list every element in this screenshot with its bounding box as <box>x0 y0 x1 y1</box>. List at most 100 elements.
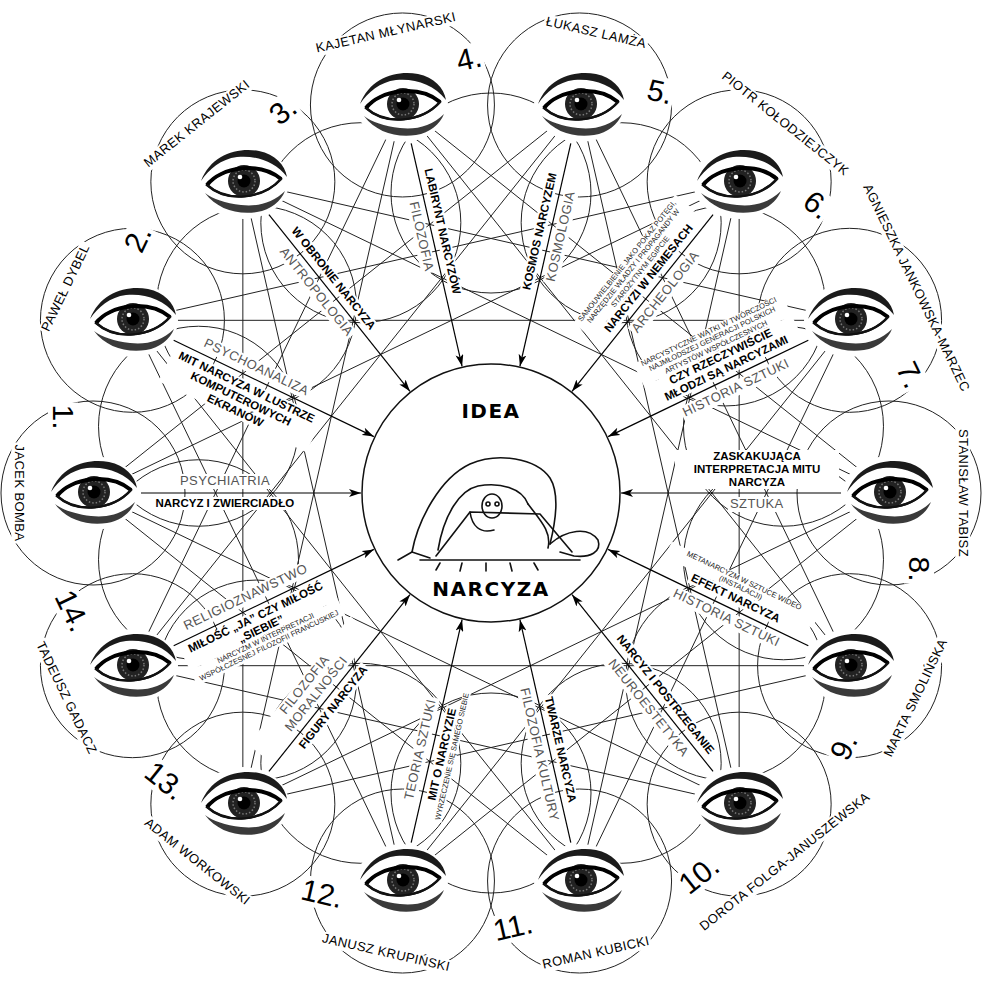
discipline-label: PSYCHIATRIA <box>178 474 272 489</box>
sketch-head <box>482 494 502 518</box>
eye-lid <box>703 790 777 807</box>
eye-pupil <box>574 874 587 887</box>
eye-iris-texture <box>840 654 862 676</box>
eye-ground <box>197 767 289 841</box>
ornament-circle <box>521 663 721 863</box>
eye-picture <box>534 844 626 918</box>
callout-number: 12. <box>296 874 347 913</box>
contributor-eye: 6.PIOTR KOŁODZIEJCZYK <box>693 145 785 219</box>
eye-iris-texture <box>570 869 592 891</box>
contributor-eye: 8.STANISŁAW TABISZ <box>843 456 935 530</box>
eye-highlight <box>884 486 889 491</box>
contributor-eye: 12.JANUSZ KRUPIŃSKI <box>356 844 448 918</box>
callout-number: 2. <box>118 219 158 258</box>
eye-ground <box>86 283 178 357</box>
eye-lid <box>853 479 927 496</box>
eye-ground <box>843 456 935 530</box>
eye-lid <box>96 652 170 669</box>
eye-pupil <box>127 313 140 326</box>
ornament-circle <box>488 13 672 197</box>
eye-highlight <box>88 486 93 491</box>
eye-lid <box>366 102 440 119</box>
eye-highlight <box>238 797 243 802</box>
ornament-line <box>132 105 402 666</box>
eye-lid <box>544 102 618 119</box>
eye-highlight <box>574 874 579 879</box>
sketch-line <box>398 552 430 560</box>
author-name: JANUSZ KRUPIŃSKI <box>319 931 454 975</box>
eye-lid <box>96 306 170 323</box>
eye-picture <box>534 68 626 142</box>
eye-pupil <box>237 174 250 187</box>
eye-highlight <box>734 175 739 180</box>
contributor-eye: 1.JACEK BOMBA <box>47 456 139 530</box>
eye-pupil <box>397 874 410 887</box>
narcyza-heading: NARCYZA <box>429 578 552 600</box>
eye-ground <box>356 68 448 142</box>
callout-number: 8. <box>904 554 934 583</box>
eye-highlight <box>397 874 402 879</box>
sketch-ripples <box>436 563 538 571</box>
ornament-line <box>132 320 402 881</box>
eye-pupil <box>884 485 897 498</box>
eye-lid <box>96 317 170 334</box>
eye-lid <box>207 179 281 196</box>
eye-picture <box>843 456 935 530</box>
eye-highlight <box>844 313 849 318</box>
eye-iris-texture <box>879 481 901 503</box>
eye-lid <box>207 790 281 807</box>
eye-picture <box>197 145 289 219</box>
callout-number: 13. <box>138 755 192 807</box>
contributor-eye: 9.MARTA SMOLIŃSKA <box>804 629 896 703</box>
ornament-line <box>243 182 889 493</box>
eye-iris-texture <box>122 654 144 676</box>
eye-iris-texture <box>392 93 414 115</box>
eye-lid <box>207 168 281 185</box>
eye-highlight <box>574 98 579 103</box>
eye-ground <box>693 145 785 219</box>
eye-lid <box>96 663 170 680</box>
eye-pupil <box>734 797 747 810</box>
ornament-line <box>580 320 850 881</box>
eye-iris-texture <box>83 481 105 503</box>
eye-picture <box>356 844 448 918</box>
circle-border <box>362 364 620 622</box>
arrow-connector <box>572 595 713 772</box>
ornament-line <box>93 182 739 493</box>
eye-lid <box>703 168 777 185</box>
eye-pupil <box>88 486 101 499</box>
eye-pupil <box>734 174 747 187</box>
ornament-line <box>132 665 849 666</box>
ornament-circle <box>488 789 672 973</box>
lecture-title: NARCYZ I ZWIERCIADŁO <box>154 497 297 510</box>
eye-highlight <box>397 98 402 103</box>
callout-number: 9. <box>824 727 864 766</box>
sketch-line <box>438 485 528 550</box>
contributor-eye: 7.AGNIESZKA JANKOWSKA-MARZEC <box>804 283 896 357</box>
eye-highlight <box>127 313 132 318</box>
eye-iris-texture <box>570 93 592 115</box>
eye-highlight <box>127 658 132 663</box>
eye-picture <box>804 283 896 357</box>
author-name: PAWEŁ DYBEL <box>38 241 94 336</box>
eye-lid <box>814 663 888 680</box>
eye-iris-texture <box>233 170 255 192</box>
label-stack: NARCYZ I ZWIERCIADŁO <box>154 497 297 510</box>
callout-number: 1. <box>48 403 78 432</box>
eye-ground <box>86 629 178 703</box>
eye-picture <box>356 68 448 142</box>
callout-number: 5. <box>642 74 677 110</box>
eye-pupil <box>574 97 587 110</box>
eye-picture <box>86 629 178 703</box>
eye-lid <box>814 317 888 334</box>
callout-number: 4. <box>452 41 487 77</box>
arrow-connector <box>269 215 410 392</box>
sketch-eye <box>486 502 490 506</box>
contributor-eye: 14.TADEUSZ GADACZ <box>86 629 178 703</box>
eye-lid <box>853 490 927 507</box>
idea-circle: IDEANARCYZA <box>361 363 621 623</box>
eye-highlight <box>238 175 243 180</box>
